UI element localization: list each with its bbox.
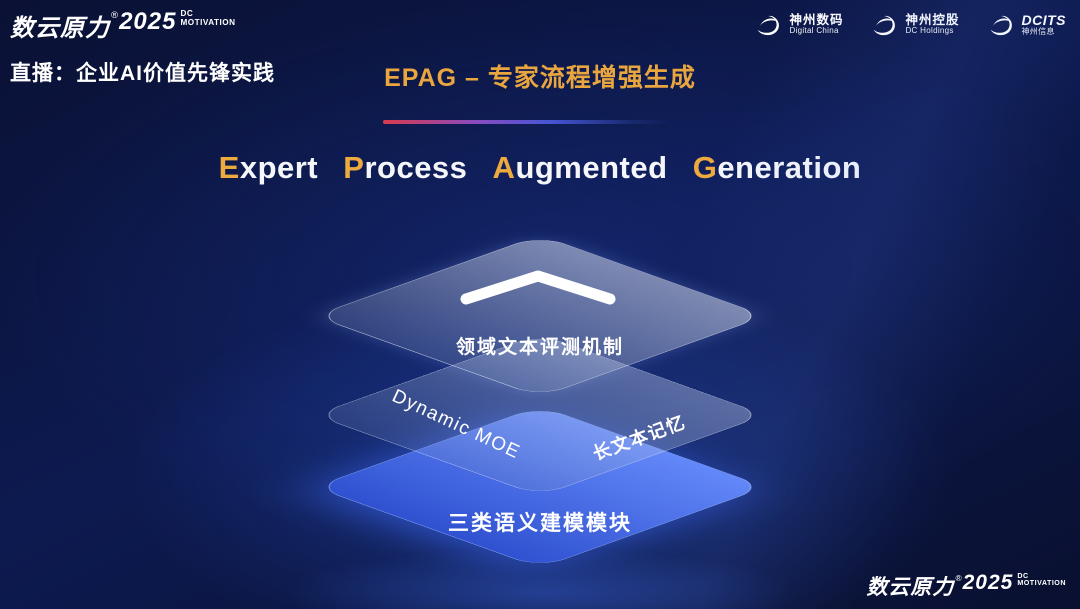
gradient-divider (383, 120, 670, 124)
registered-mark: ® (955, 573, 962, 583)
brand-subtitle: DC MOTIVATION (180, 9, 236, 27)
logo-text: 神州控股 DC Holdings (905, 12, 960, 37)
page-title: Expert Process Augmented Generation (0, 150, 1080, 186)
title-word: Generation (692, 150, 862, 185)
title-word: Process (343, 150, 468, 185)
slide-title: EPAG – 专家流程增强生成 (384, 64, 696, 92)
logo-en-name: DCITS (1021, 11, 1066, 28)
logo-dc-holdings: 神州控股 DC Holdings (869, 10, 959, 40)
title-word: Expert (218, 150, 319, 185)
brand-name: 数云原力 (10, 15, 110, 42)
brand-logo-top-left: 数云原力®2025 DC MOTIVATION (10, 8, 235, 43)
logo-text: 神州数码 Digital China (789, 12, 844, 37)
logo-cn-name: 神州控股 (905, 12, 960, 27)
brand-year: 2025 (119, 8, 177, 35)
logo-cn-name: 神州数码 (789, 12, 844, 27)
logo-dcits: DCITS 神州信息 (986, 10, 1067, 40)
logo-cn-name: 神州信息 (1021, 27, 1055, 37)
brand-sub-top: DC (180, 9, 194, 18)
dc-swoosh-icon (758, 15, 780, 36)
registered-mark: ® (111, 10, 119, 21)
brand-name: 数云原力 (866, 576, 955, 599)
corporate-logo-row: 神州数码 Digital China 神州控股 DC Holdings DCIT… (753, 10, 1066, 40)
dc-swoosh-icon (874, 15, 896, 36)
live-stream-label: 直播：企业AI价值先锋实践 (10, 62, 275, 85)
logo-en-name: Digital China (789, 26, 839, 36)
logo-text: DCITS 神州信息 (1021, 11, 1067, 37)
brand-year: 2025 (962, 571, 1014, 594)
logo-digital-china: 神州数码 Digital China (753, 10, 843, 40)
title-word: Augmented (492, 150, 668, 185)
logo-en-name: DC Holdings (905, 26, 954, 36)
brand-sub-top: DC (1017, 572, 1029, 580)
brand-subtitle: DC MOTIVATION (1017, 572, 1066, 588)
brand-sub-bottom: MOTIVATION (180, 17, 236, 27)
brand-logo-bottom-right: 数云原力®2025 DC MOTIVATION (866, 571, 1066, 601)
brand-sub-bottom: MOTIVATION (1017, 579, 1066, 588)
dc-swoosh-icon (990, 15, 1012, 36)
top-layer-plate (313, 234, 767, 398)
